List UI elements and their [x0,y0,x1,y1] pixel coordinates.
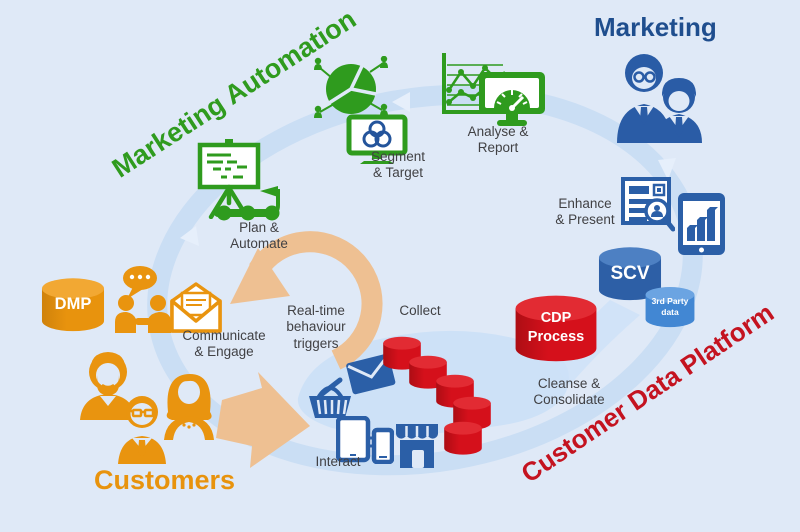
presentation-easel-icon [197,139,261,219]
open-envelope-icon [169,281,223,333]
pie-chart-audience-icon [306,56,398,122]
flow-arrow-icon [216,372,310,468]
data-cylinder [443,421,483,457]
venn-monitor-icon [346,114,408,164]
label-communicate-engage: Communicate & Engage [182,328,266,360]
cycle-arrow-icon [249,231,383,370]
cdp-process-cylinder: CDP Process [513,294,599,366]
marketers-icon [606,47,702,143]
label-cleanse-consolidate: Cleanse & Consolidate [533,376,605,408]
label-interact: Interact [315,454,361,469]
devices-icon [336,416,394,464]
third-party-database-cylinder: 3rd Party data [644,286,696,330]
tablet-chart-icon [677,192,726,256]
scv-label: SCV [610,263,650,284]
cdp-label-line2: Process [527,328,585,345]
title-customers: Customers [94,465,236,495]
third-party-label-line1: 3rd Party [651,296,689,306]
flow-chevron-icon [658,158,676,180]
gauge-monitor-icon [477,70,547,128]
chat-people-icon [113,263,175,333]
label-collect: Collect [399,303,441,318]
label-analyse-report: Analyse & Report [467,124,529,156]
flow-chevron-icon [180,226,199,246]
label-enhance-present: Enhance & Present [555,196,615,228]
scv-database-cylinder: SCV [597,246,663,304]
flow-chevron-icon [392,92,410,112]
label-realtime-triggers: Real-time behaviour triggers [286,303,346,351]
cycle-arrow-head-icon [230,248,290,304]
cdp-label-line1: CDP [540,310,572,326]
label-segment-target: Segment & Target [370,149,426,181]
dmp-label: DMP [54,295,92,313]
document-search-icon [621,177,675,235]
storefront-icon [393,420,441,470]
title-marketing: Marketing [594,12,717,42]
label-plan-automate: Plan & Automate [230,220,288,252]
customers-group-icon [76,348,214,464]
shopping-basket-icon [306,376,354,420]
dmp-database-cylinder: DMP [40,277,106,335]
third-party-label-line2: data [661,306,679,317]
milestone-flag-icon [210,183,288,223]
envelope-icon [344,351,398,399]
